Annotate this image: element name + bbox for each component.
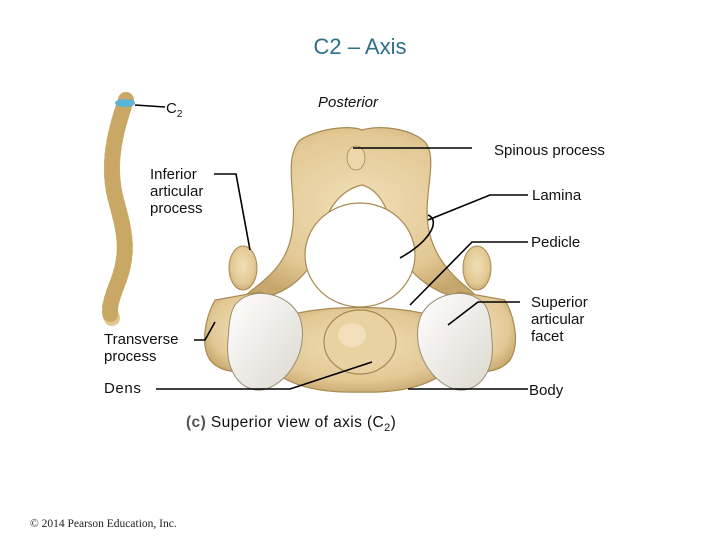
label-c2: C2 — [166, 100, 182, 123]
c2-highlight — [115, 99, 135, 107]
label-body: Body — [529, 382, 563, 399]
caption-text: Superior view of axis (C — [211, 414, 384, 431]
figure-caption: (c) Superior view of axis (C2) — [186, 414, 396, 434]
label-pedicle: Pedicle — [531, 234, 580, 251]
spine-miniature — [110, 99, 135, 318]
leader-inferior-articular-process — [214, 174, 250, 250]
leader-c2 — [135, 105, 165, 107]
caption-tag: (c) — [186, 414, 206, 431]
leader-lamina — [428, 195, 528, 220]
label-posterior: Posterior — [318, 94, 378, 111]
label-lamina: Lamina — [532, 187, 581, 204]
label-spinous-process: Spinous process — [494, 142, 605, 159]
caption-close: ) — [391, 414, 397, 431]
label-superior-articular-facet: Superior articular facet — [531, 294, 588, 345]
copyright-notice: © 2014 Pearson Education, Inc. — [30, 518, 177, 530]
label-inferior-articular-process: Inferior articular process — [150, 166, 203, 217]
vertebra-axis — [205, 128, 516, 392]
label-dens: Dens — [104, 380, 141, 397]
label-transverse-process: Transverse process — [104, 331, 178, 365]
